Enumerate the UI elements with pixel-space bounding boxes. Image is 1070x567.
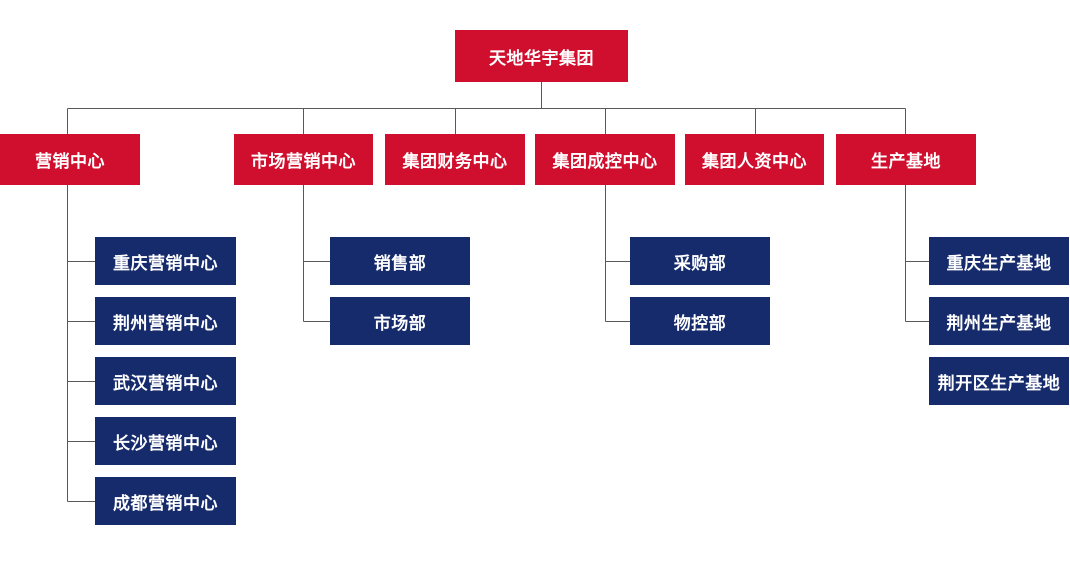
org-node-production-base: 生产基地 — [836, 134, 976, 185]
org-node-hr-center: 集团人资中心 — [685, 134, 824, 185]
org-node-jingkaiqu-production-base: 荆开区生产基地 — [929, 357, 1069, 405]
org-node-marketing-center: 营销中心 — [0, 134, 140, 185]
org-node-jingzhou-production-base: 荆州生产基地 — [929, 297, 1069, 345]
org-node-purchasing-dept: 采购部 — [630, 237, 770, 285]
org-node-chengdu-marketing: 成都营销中心 — [95, 477, 236, 525]
connector-paths — [67, 82, 929, 502]
org-node-chongqing-marketing: 重庆营销中心 — [95, 237, 236, 285]
org-node-jingzhou-marketing: 荆州营销中心 — [95, 297, 236, 345]
org-node-sales-dept: 销售部 — [330, 237, 470, 285]
org-node-market-marketing-center: 市场营销中心 — [234, 134, 373, 185]
org-node-market-dept: 市场部 — [330, 297, 470, 345]
org-node-chongqing-production-base: 重庆生产基地 — [929, 237, 1069, 285]
org-node-finance-center: 集团财务中心 — [385, 134, 525, 185]
org-node-material-control-dept: 物控部 — [630, 297, 770, 345]
org-node-wuhan-marketing: 武汉营销中心 — [95, 357, 236, 405]
org-node-group-root: 天地华宇集团 — [455, 30, 628, 82]
org-node-changsha-marketing: 长沙营销中心 — [95, 417, 236, 465]
org-node-cost-control-center: 集团成控中心 — [535, 134, 675, 185]
